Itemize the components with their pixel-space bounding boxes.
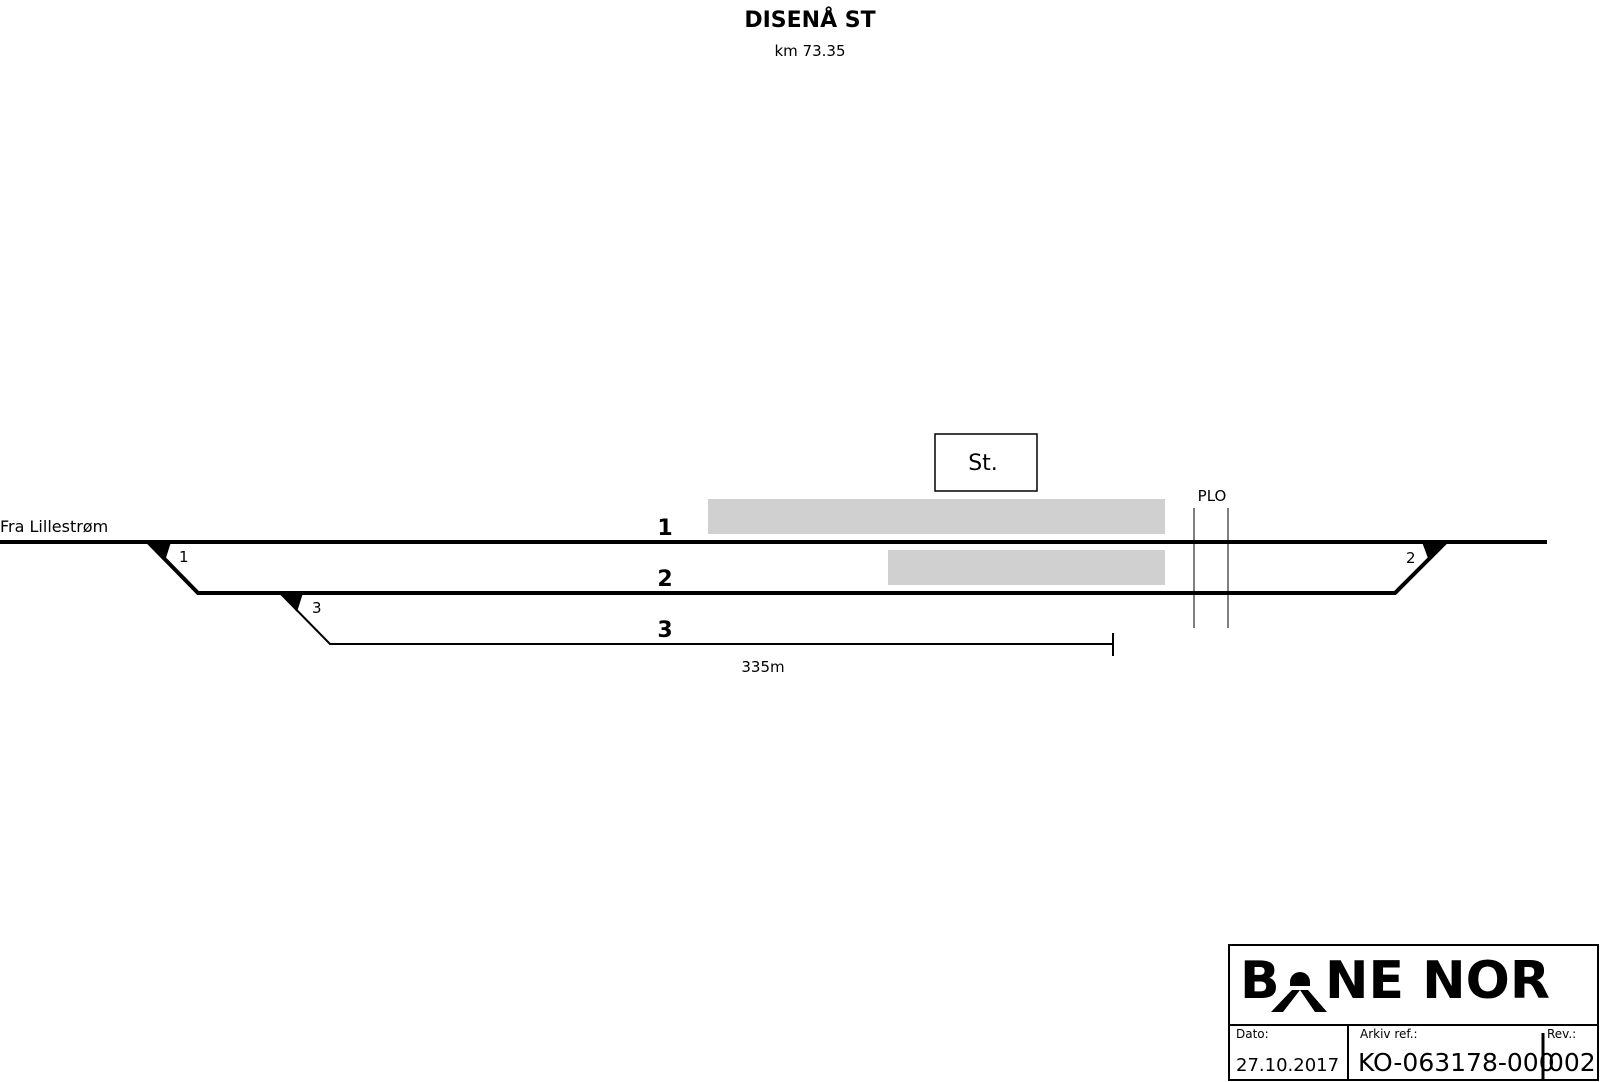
svg-text:NE NOR: NE NOR [1325,951,1550,1011]
platform-track-2 [888,550,1165,585]
bane-nor-logo: B NE NOR [1240,951,1550,1012]
station-building [934,433,1038,492]
logo-tunnel-icon [1271,972,1327,1012]
track-2-label: 2 [657,567,672,592]
track-3 [279,592,1113,645]
switch-1-marker [148,542,171,561]
rev-label: Rev.: [1547,1027,1576,1041]
track-1-label: 1 [657,516,672,541]
switch-2-marker [1422,542,1446,561]
date-label: Dato: [1236,1027,1269,1041]
track-2 [146,540,1448,595]
switch-3-marker [280,593,303,612]
date-value: 27.10.2017 [1236,1055,1339,1076]
archive-label: Arkiv ref.: [1360,1027,1418,1041]
archive-ref: KO-063178-000 [1358,1048,1555,1077]
origin-label: Fra Lillestrøm [0,517,108,536]
svg-text:B: B [1240,951,1280,1011]
switch-3-label: 3 [312,599,322,617]
track-3-label: 3 [657,618,672,643]
crossing-label: PLO [1198,487,1227,505]
switch-1-label: 1 [179,548,189,566]
switch-2-label: 2 [1406,549,1416,567]
rev-value: 002 [1548,1048,1596,1077]
station-title: DISENÅ ST [744,7,875,33]
platform-track-1 [708,499,1165,534]
title-block: B NE NOR Dato: 27.10.2017 Arkiv ref.: KO… [1228,944,1599,1081]
km-label: km 73.35 [774,42,845,60]
station-building-label: St. [968,451,998,476]
track-3-length: 335m [741,658,784,676]
